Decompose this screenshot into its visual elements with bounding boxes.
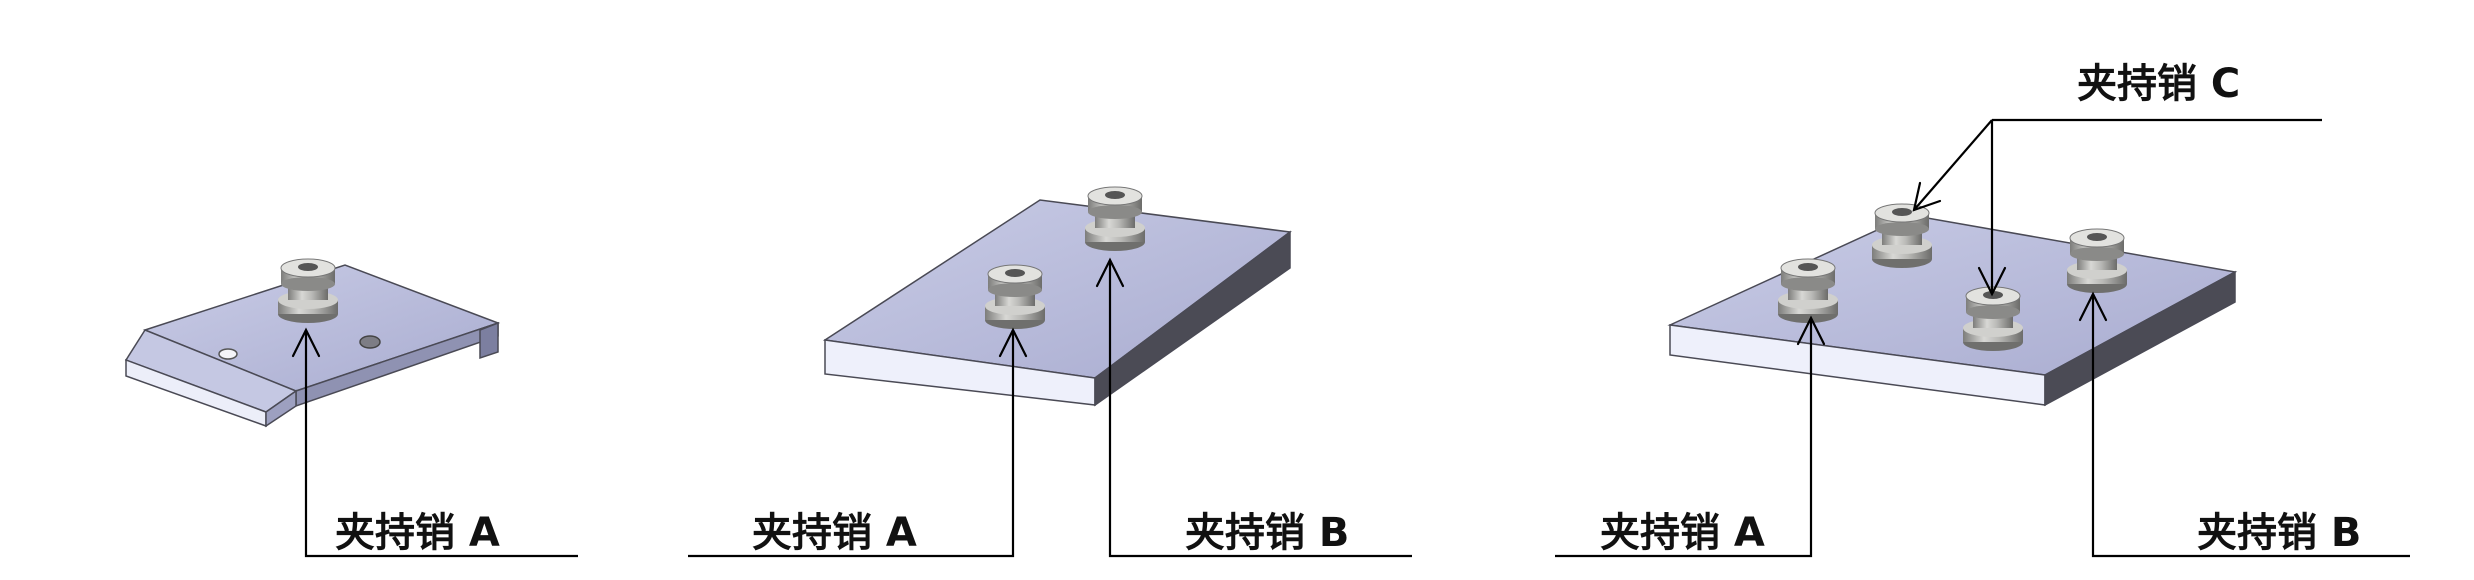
leader-line-b-2 xyxy=(1108,260,1412,558)
panel-two-pin-plate: 夹持销 A 夹持销 B xyxy=(688,186,1412,558)
label-pin-b-3: 夹持销 B xyxy=(2197,510,2361,556)
arrowhead-c-3b xyxy=(1977,266,2007,297)
arrowhead-b-2 xyxy=(1095,257,1125,288)
leader-line-a-2 xyxy=(688,330,1015,558)
base-plate-1 xyxy=(124,264,501,428)
base-plate-2 xyxy=(822,199,1292,407)
arrowhead-a-3 xyxy=(1796,315,1826,346)
arrowhead-b-3 xyxy=(2078,291,2108,322)
label-pin-c-3: 夹持销 C xyxy=(2077,61,2240,107)
panel-single-pin-plate: 夹持销 A xyxy=(124,258,578,558)
arrowhead-a-1 xyxy=(291,327,321,358)
panel-three-pin-plate: 夹持销 A 夹持销 B 夹持销 C xyxy=(1555,61,2410,558)
arrowhead-a-2 xyxy=(998,327,1028,358)
leader-line-a-1 xyxy=(304,330,578,558)
label-pin-a-2: 夹持销 A xyxy=(752,510,917,556)
label-pin-a-1: 夹持销 A xyxy=(335,510,500,556)
label-pin-b-2: 夹持销 B xyxy=(1185,510,1349,556)
base-plate-3 xyxy=(1667,214,2238,407)
arrowhead-c-3a xyxy=(1912,181,1942,212)
leader-line-a-3 xyxy=(1555,318,1813,558)
leader-line-b-3 xyxy=(2091,294,2410,558)
label-pin-a-3: 夹持销 A xyxy=(1600,510,1765,556)
leader-line-c-3-branch-1 xyxy=(1913,119,1993,211)
